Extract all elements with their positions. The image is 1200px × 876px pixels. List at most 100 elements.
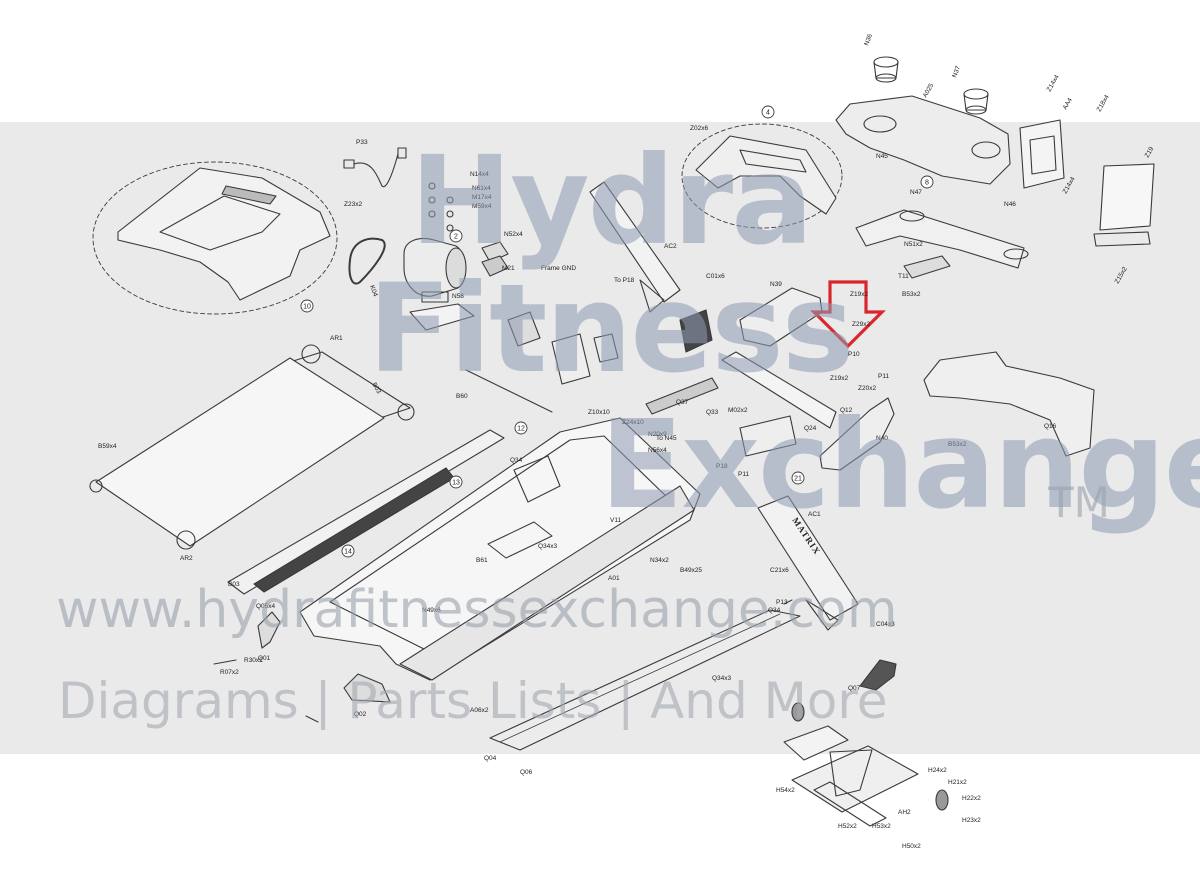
part-label: Q34x3 bbox=[538, 543, 558, 550]
part-label: C21x6 bbox=[770, 567, 789, 574]
cup-holders bbox=[873, 56, 989, 115]
rear-end-cap bbox=[923, 351, 1095, 457]
part-label: Frame GND bbox=[541, 265, 576, 272]
part-label: H23x2 bbox=[962, 817, 981, 824]
part-label: AH2 bbox=[898, 809, 911, 816]
rear-foot bbox=[257, 611, 391, 703]
part-label: Q34 bbox=[768, 607, 781, 614]
part-label: Q05x4 bbox=[256, 603, 276, 610]
callout-number: 14 bbox=[344, 548, 352, 555]
part-label: N56x4 bbox=[648, 447, 667, 454]
watermark-brand-line2: Fitness bbox=[368, 258, 854, 400]
part-label: B03 bbox=[228, 581, 240, 588]
part-label: P18 bbox=[716, 463, 728, 470]
watermark-brand-line1: Hydra bbox=[410, 130, 813, 272]
part-label: Q16 bbox=[1044, 423, 1057, 430]
part-label: Z19x2 bbox=[850, 291, 868, 298]
part-label: Q34 bbox=[510, 457, 523, 464]
part-label: A025 bbox=[922, 82, 936, 99]
part-label: Z02x6 bbox=[690, 125, 708, 132]
main-frame bbox=[299, 417, 701, 681]
part-label: Z18x4 bbox=[1096, 94, 1111, 113]
part-label: To P18 bbox=[614, 277, 635, 284]
part-label: N39 bbox=[770, 281, 782, 288]
part-label: H21x2 bbox=[948, 779, 967, 786]
part-label: P10 bbox=[848, 351, 860, 358]
running-belt bbox=[89, 344, 415, 550]
callout-number: 21 bbox=[794, 475, 802, 482]
part-label: N45 bbox=[876, 153, 888, 160]
part-label: H24x2 bbox=[928, 767, 947, 774]
part-label: M21 bbox=[502, 265, 515, 272]
part-label: N46 bbox=[1004, 201, 1016, 208]
part-label: Z10x10 bbox=[588, 409, 610, 416]
part-label: Z15x2 bbox=[1114, 266, 1129, 285]
callout-number: 2 bbox=[454, 233, 458, 240]
part-label: N58 bbox=[452, 293, 464, 300]
part-label: Z19 bbox=[1144, 145, 1156, 159]
part-label: Z20x2 bbox=[858, 385, 876, 392]
part-label: Q07 bbox=[848, 685, 861, 692]
drive-belt bbox=[348, 237, 386, 285]
part-label: Z24x10 bbox=[622, 419, 644, 426]
part-label: Q37 bbox=[676, 399, 689, 406]
console-housing bbox=[835, 95, 1011, 185]
handrail-cover-right bbox=[819, 397, 895, 471]
callout-number: 13 bbox=[452, 479, 460, 486]
part-label: M02x2 bbox=[728, 407, 748, 414]
part-label: Z14x4 bbox=[1046, 74, 1061, 93]
part-label: H22x2 bbox=[962, 795, 981, 802]
part-label: AR1 bbox=[330, 335, 343, 342]
console-back-panel bbox=[1093, 163, 1155, 247]
part-label: Z23x2 bbox=[344, 201, 362, 208]
part-label: C04x3 bbox=[876, 621, 895, 628]
deck-side-rail bbox=[227, 429, 505, 595]
part-label: N47 bbox=[910, 189, 922, 196]
part-label: B53x2 bbox=[948, 441, 967, 448]
part-label: A01 bbox=[608, 575, 620, 582]
part-label: B49x25 bbox=[680, 567, 702, 574]
power-cord bbox=[343, 147, 407, 188]
part-label: Q06 bbox=[520, 769, 533, 776]
part-label: AR2 bbox=[180, 555, 193, 562]
part-label: K04 bbox=[368, 284, 379, 298]
part-label: AA4 bbox=[1062, 97, 1074, 111]
callout-number: 8 bbox=[925, 179, 929, 186]
handlebar-assembly bbox=[681, 123, 843, 229]
part-label: B59x4 bbox=[98, 443, 117, 450]
incline-base bbox=[783, 702, 949, 827]
fasteners bbox=[213, 309, 797, 723]
part-label: Z19x2 bbox=[830, 375, 848, 382]
part-label: R07x2 bbox=[220, 669, 239, 676]
part-label: AC2 bbox=[664, 243, 677, 250]
part-label: N52x4 bbox=[504, 231, 523, 238]
motor-cover-rail bbox=[721, 351, 837, 429]
part-label: P11 bbox=[878, 373, 889, 380]
part-label: B60 bbox=[456, 393, 468, 400]
part-label: N34x2 bbox=[650, 557, 669, 564]
part-label: N40 bbox=[876, 435, 888, 442]
part-label: AC1 bbox=[808, 511, 821, 518]
watermark-tagline: Diagrams | Parts Lists | And More bbox=[58, 672, 888, 730]
part-label: Q04 bbox=[484, 755, 497, 762]
console-upright bbox=[757, 495, 859, 631]
part-label: N49x6 bbox=[422, 607, 441, 614]
part-label: N61x4 bbox=[472, 185, 491, 192]
watermark-brand-line3: Exchange bbox=[600, 394, 1200, 536]
part-label: Q12 bbox=[840, 407, 853, 414]
part-label: B53x2 bbox=[902, 291, 921, 298]
part-label: Q02 bbox=[354, 711, 367, 718]
watermark-url: www.hydrafitnessexchange.com bbox=[56, 580, 898, 640]
part-label: P13 bbox=[776, 599, 788, 606]
part-label: Q24 bbox=[804, 425, 817, 432]
part-label: C01x6 bbox=[706, 273, 725, 280]
drive-motor bbox=[403, 237, 475, 331]
part-label: H50x2 bbox=[902, 843, 921, 850]
upright-left bbox=[589, 181, 681, 313]
pivot-foot bbox=[859, 659, 897, 691]
part-label: Q33 bbox=[706, 409, 719, 416]
part-label: A06x2 bbox=[470, 707, 489, 714]
